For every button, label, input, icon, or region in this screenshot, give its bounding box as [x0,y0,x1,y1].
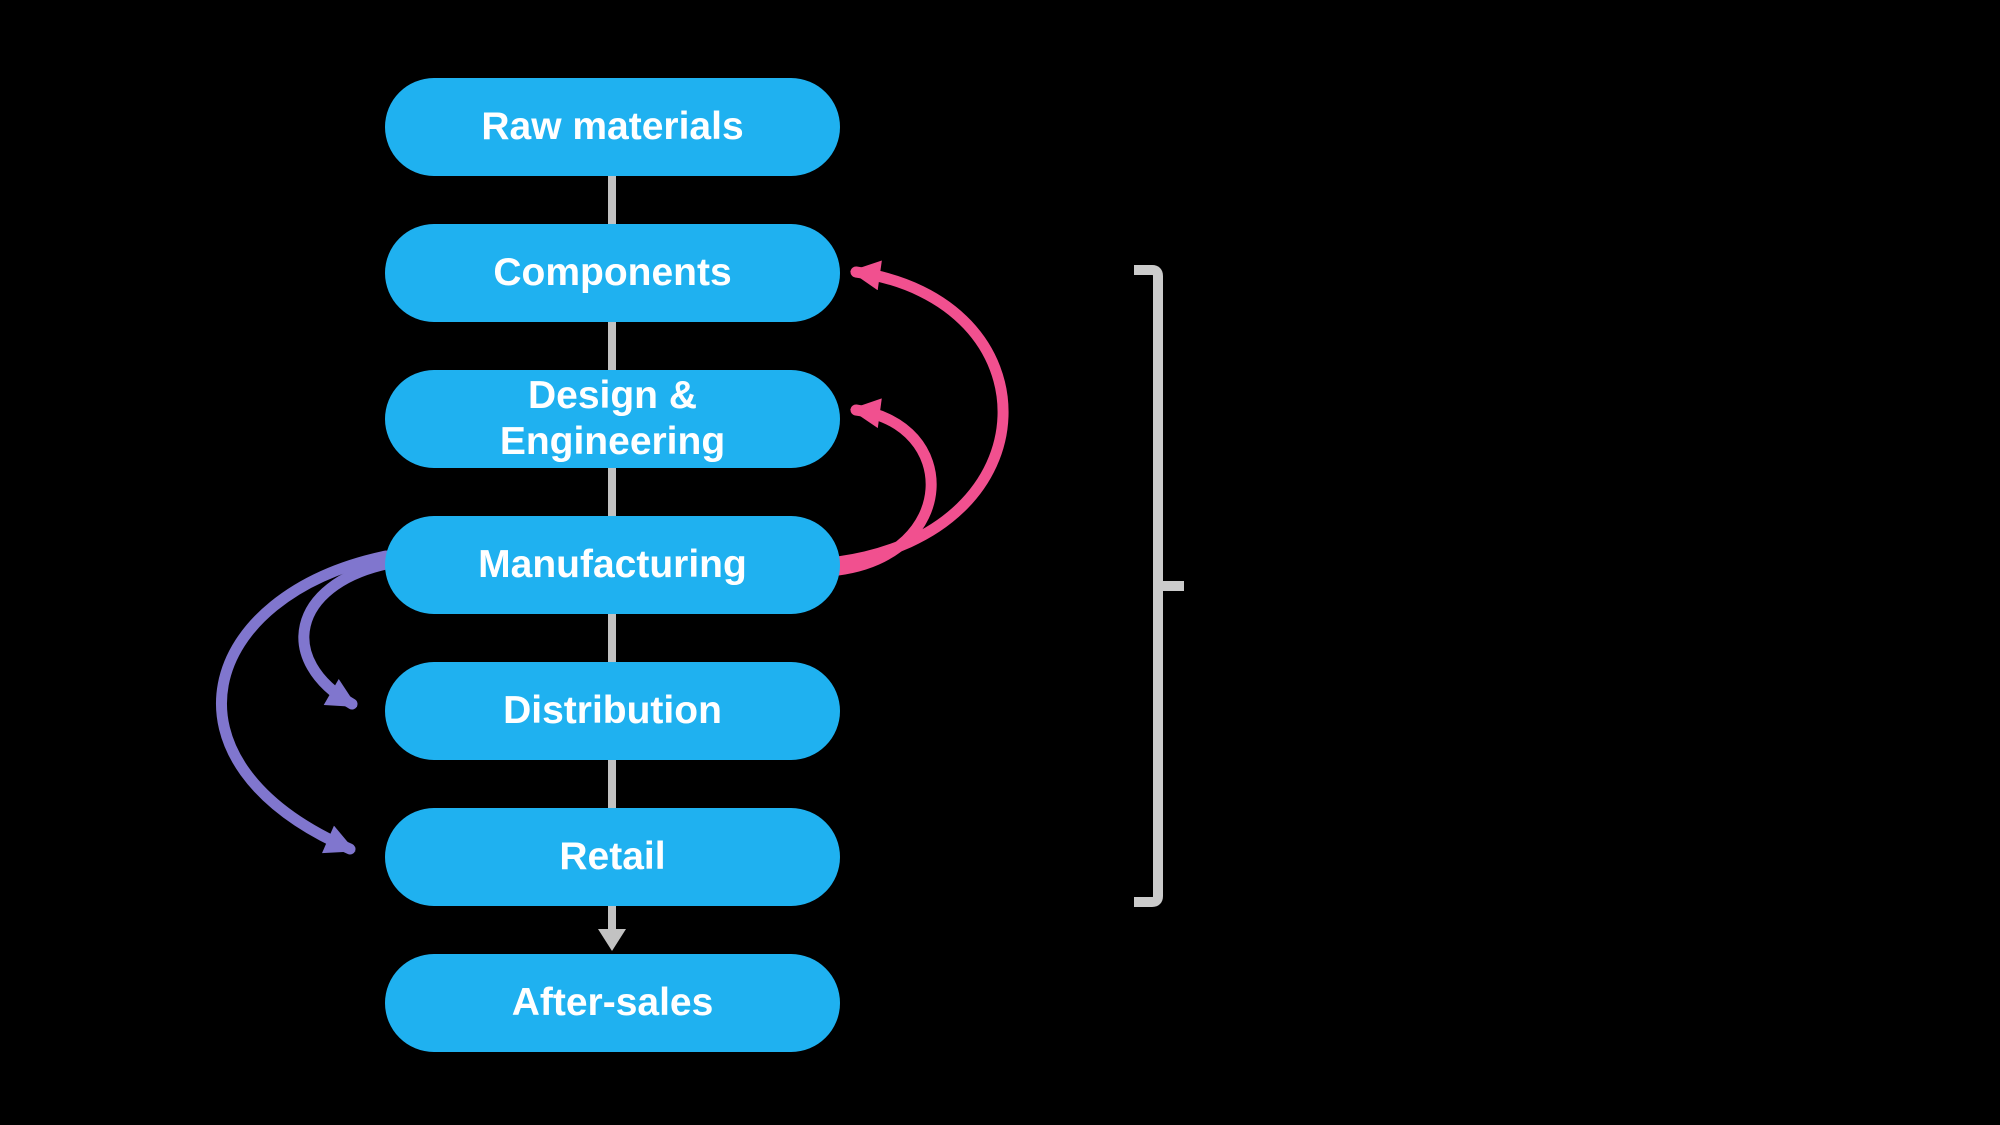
stage-label: Retail [559,834,666,878]
skip-arrow-manufacturing-to-retail [215,550,392,855]
stage-box-distribution: Distribution [385,662,840,760]
feedback-arrow-manufacturing-to-components [832,260,1009,568]
stage-box-components: Components [385,224,840,322]
skip-arrow-manufacturing-to-distribution [298,558,392,710]
stage-box-manufacturing: Manufacturing [385,516,840,614]
stage-label: Components [493,250,732,294]
stage-label: Raw materials [481,104,744,148]
group-bracket [1134,265,1163,907]
down-arrowhead-icon [598,929,626,951]
feedback-arrow-manufacturing-to-design-engineering [832,398,937,576]
stage-box-design-engineering: Design & Engineering [385,370,840,468]
stage-box-retail: Retail [385,808,840,906]
stage-label: After-sales [511,980,714,1024]
stage-label: Design & Engineering [499,373,726,463]
stage-label: Distribution [503,688,722,732]
stage-label: Manufacturing [478,542,747,586]
stage-box-after-sales: After-sales [385,954,840,1052]
stage-box-raw-materials: Raw materials [385,78,840,176]
